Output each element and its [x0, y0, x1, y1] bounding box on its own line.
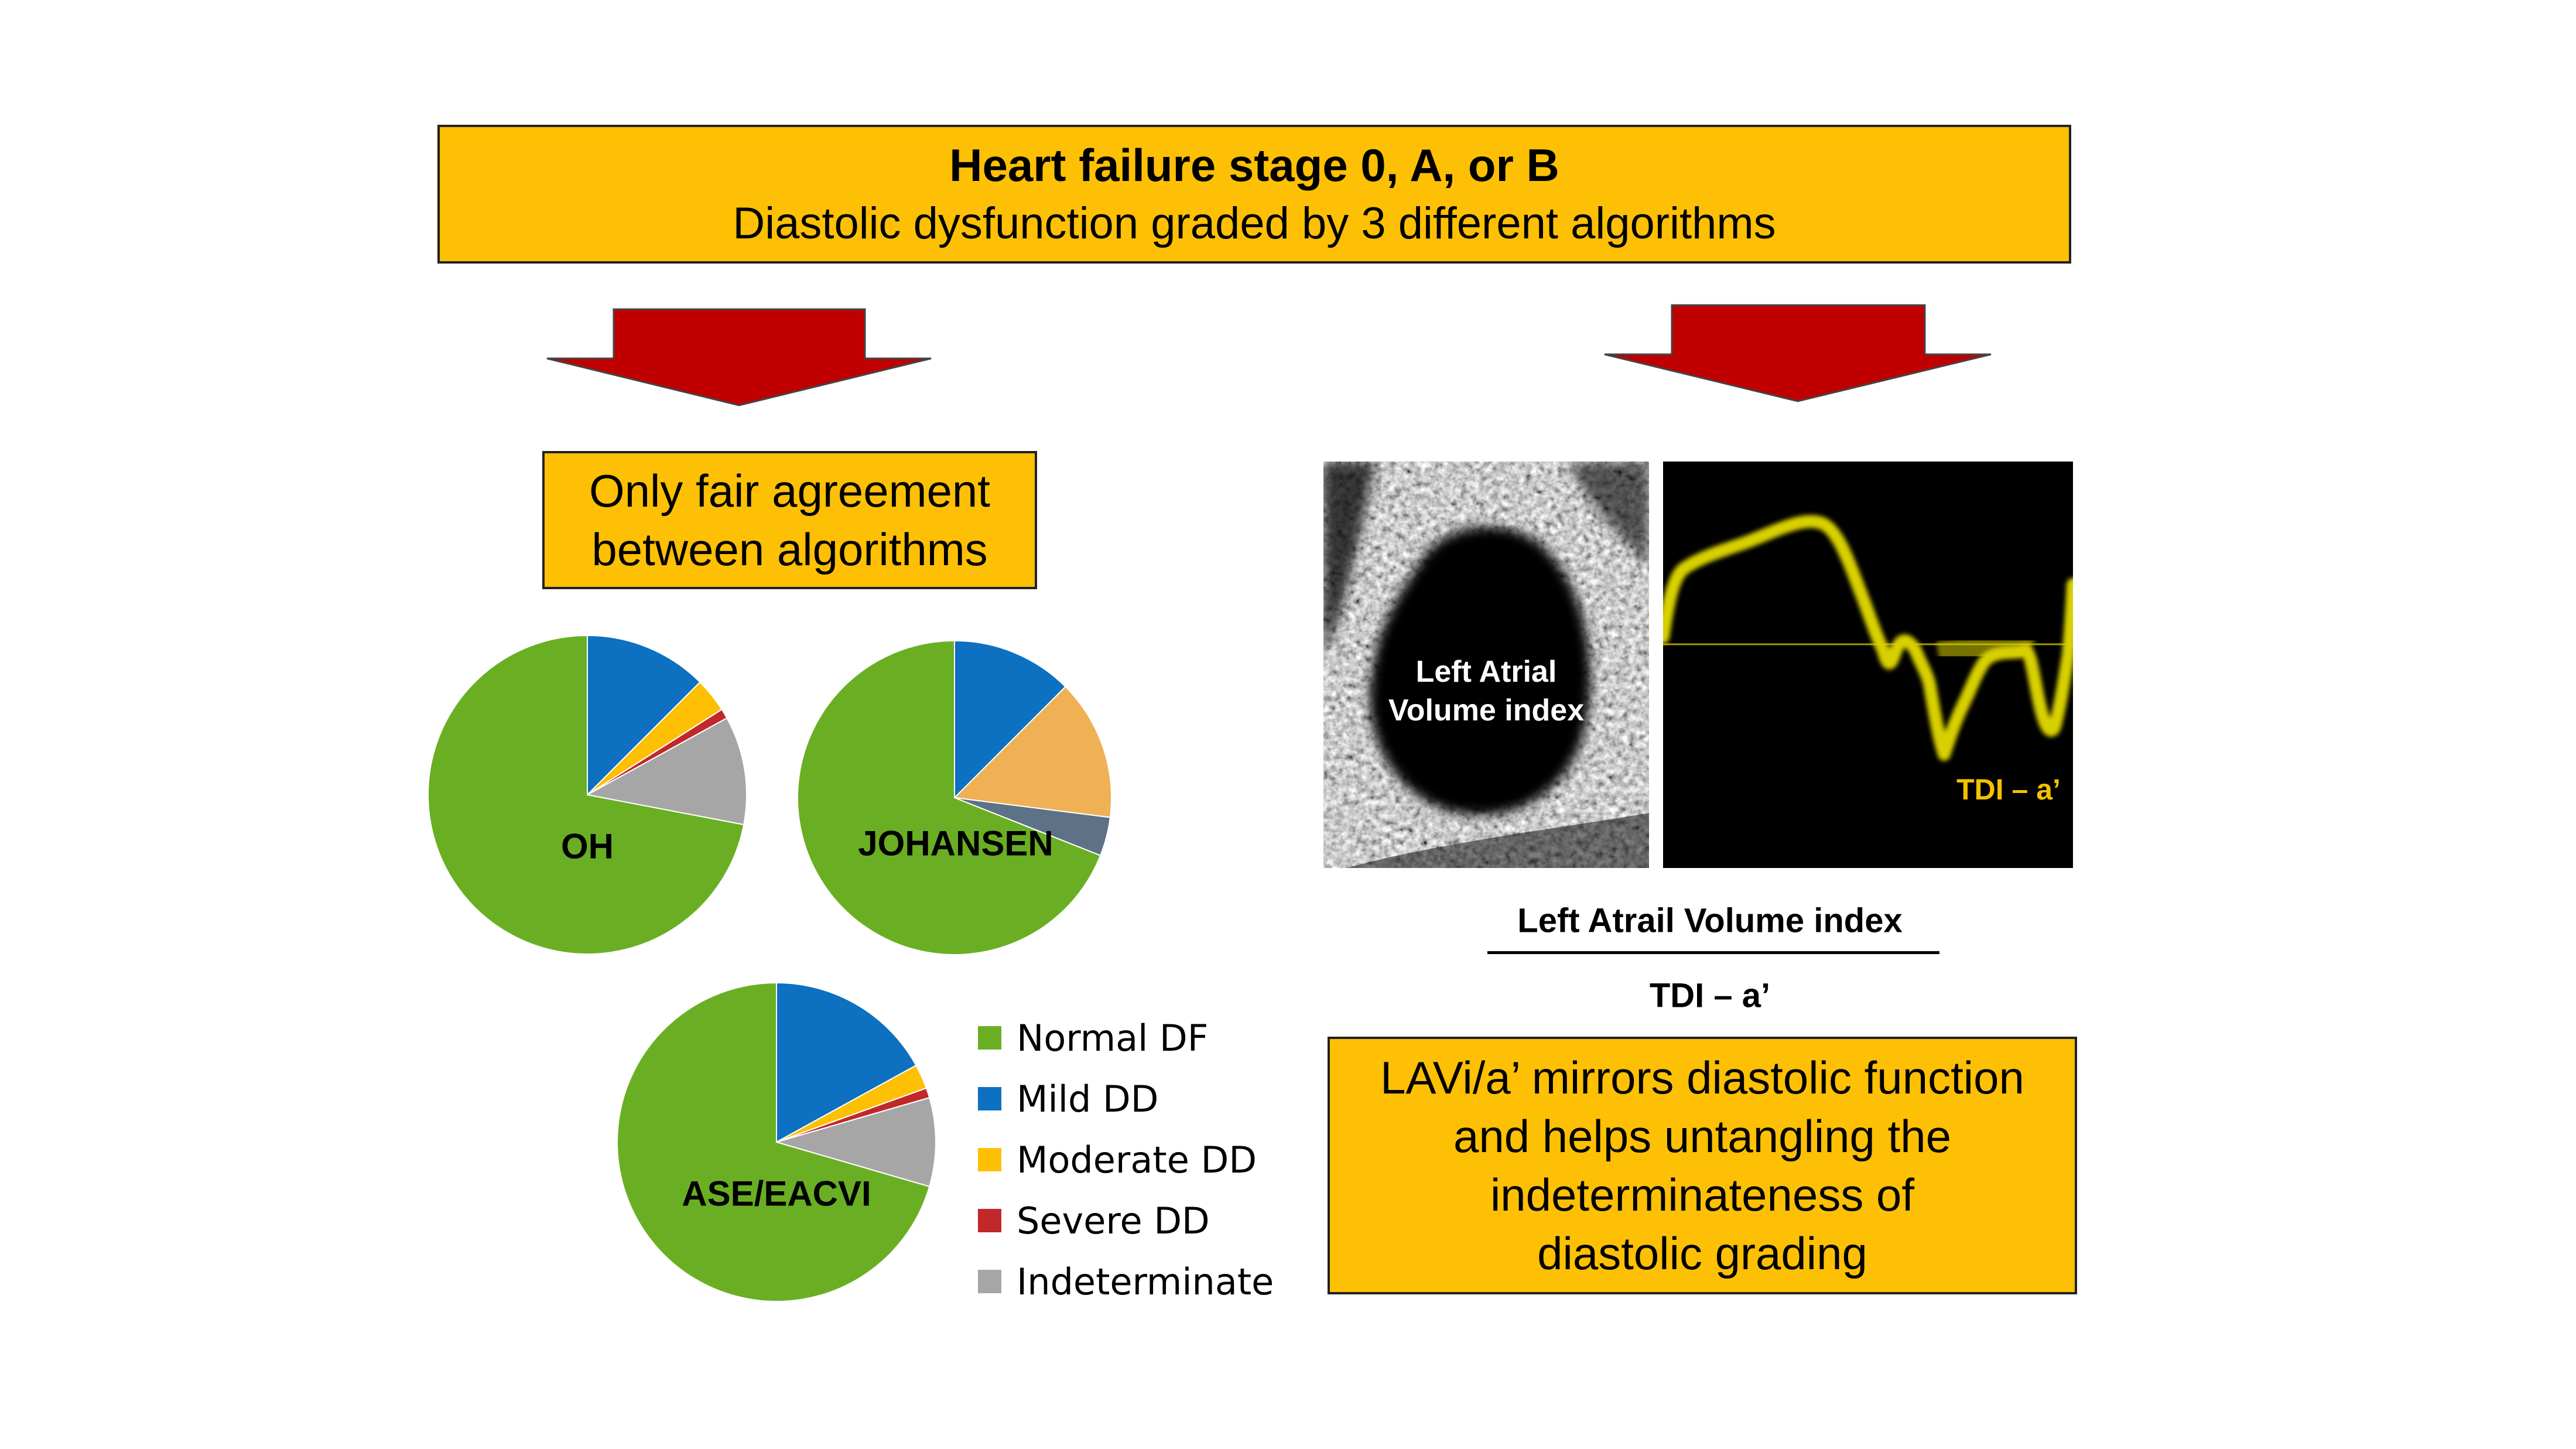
ratio-denominator: TDI – a’: [1649, 976, 1771, 1015]
tdi-trace-spread: [1936, 628, 2038, 668]
header-subtitle: Diastolic dysfunction graded by 3 differ…: [733, 198, 1776, 248]
left-atrial-label-line-2: Volume index: [1388, 693, 1585, 727]
ratio-fraction-line: [1487, 951, 1939, 954]
right-down-arrow: [1604, 304, 1992, 402]
legend-swatch-indeterminate: [978, 1270, 1001, 1293]
header-title: Heart failure stage 0, A, or B: [949, 139, 1559, 191]
legend-swatch-moderate-dd: [978, 1148, 1001, 1171]
echo-image-left-atrium: Left Atrial Volume index: [1323, 462, 1649, 868]
pie-slice-mild-dd-0: [776, 982, 917, 1143]
ratio-numerator: Left Atrail Volume index: [1517, 901, 1903, 940]
legend-item-moderate-dd: Moderate DD: [978, 1129, 1274, 1190]
pie-slice-normal-df-3: [797, 640, 1101, 955]
pie-slice-indeterminate-3: [774, 1096, 937, 1188]
legend-item-normal-df: Normal DF: [978, 1007, 1274, 1068]
left-atrial-label-line-1: Left Atrial: [1415, 655, 1557, 689]
left-down-arrow: [546, 308, 932, 406]
pie-slice-indeterminate-3: [586, 717, 747, 826]
legend-item-indeterminate: Indeterminate: [978, 1251, 1274, 1312]
conclusion-line-2: and helps untangling the: [1453, 1110, 1952, 1162]
legend-item-mild-dd: Mild DD: [978, 1068, 1274, 1129]
legend-label-mild-dd: Mild DD: [1017, 1077, 1159, 1120]
pie-slice-normal-df-4: [617, 982, 930, 1302]
echo-image-tdi: TDI – a’: [1663, 462, 2073, 868]
agreement-line-2: between algorithms: [591, 524, 988, 575]
pie-label-johansen: JOHANSEN: [858, 823, 1053, 863]
legend-label-indeterminate: Indeterminate: [1017, 1260, 1274, 1303]
legend-label-normal-df: Normal DF: [1017, 1016, 1209, 1060]
pie-slice-segment-1: [953, 686, 1112, 818]
pie-oh: [427, 634, 747, 955]
legend-swatch-mild-dd: [978, 1087, 1001, 1110]
legend-label-severe-dd: Severe DD: [1017, 1199, 1210, 1242]
echo-left-graphic: [1323, 462, 1649, 868]
legend-swatch-severe-dd: [978, 1209, 1001, 1232]
tdi-graphic: [1663, 515, 2073, 761]
agreement-line-1: Only fair agreement: [589, 465, 990, 517]
pie-ase-eacvi: [617, 982, 937, 1302]
header-box: Heart failure stage 0, A, or B Diastolic…: [437, 125, 2071, 264]
legend: Normal DF Mild DD Moderate DD Severe DD …: [978, 1007, 1274, 1312]
tdi-label: TDI – a’: [1956, 773, 2061, 806]
legend-swatch-normal-df: [978, 1026, 1001, 1050]
conclusion-line-3: indeterminateness of: [1490, 1169, 1915, 1221]
legend-item-severe-dd: Severe DD: [978, 1190, 1274, 1251]
agreement-box: Only fair agreement between algorithms: [542, 451, 1037, 589]
tdi-trace: [1663, 515, 2073, 761]
conclusion-line-4: diastolic grading: [1537, 1228, 1867, 1279]
pie-slice-normal-df-4: [427, 634, 745, 955]
pie-slice-mild-dd-0: [954, 640, 1066, 799]
pie-label-ase-eacvi: ASE/EACVI: [682, 1174, 871, 1214]
left-atrial-label: Left Atrial Volume index: [1388, 652, 1584, 730]
conclusion-line-1: LAVi/a’ mirrors diastolic function: [1380, 1052, 2024, 1103]
conclusion-box: LAVi/a’ mirrors diastolic function and h…: [1328, 1037, 2077, 1294]
pie-label-oh: OH: [561, 826, 614, 866]
pie-johansen: [797, 640, 1112, 955]
legend-label-moderate-dd: Moderate DD: [1017, 1138, 1257, 1181]
pie-slice-mild-dd-0: [587, 634, 701, 797]
